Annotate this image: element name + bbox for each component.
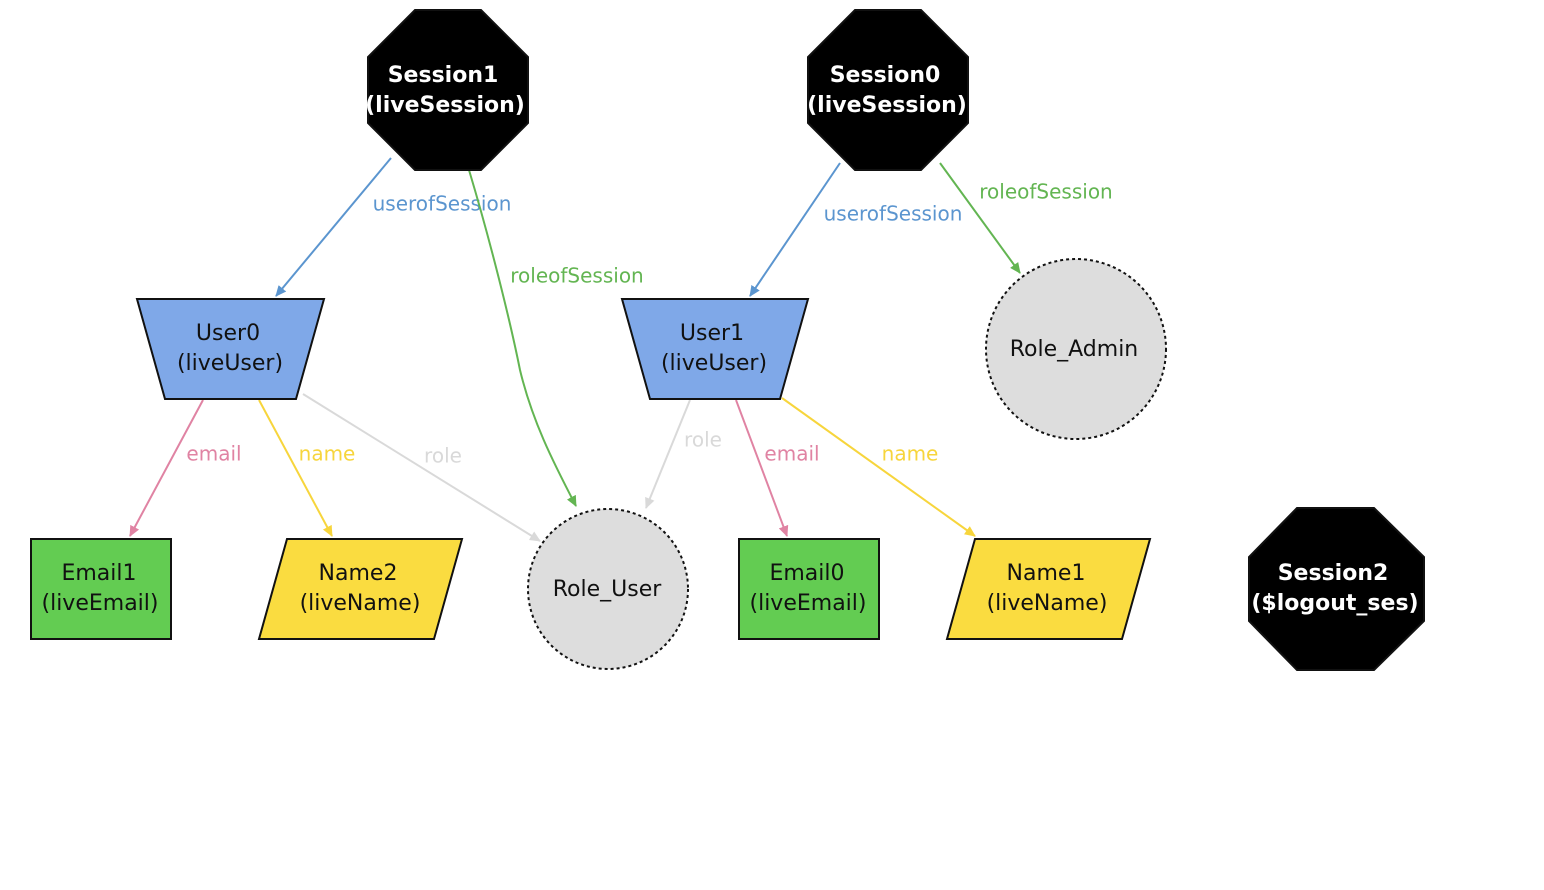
edge-label-userofsession: userofSession [373,192,512,216]
node-label: Email0 [769,561,844,586]
edge-user0-email1: email [129,399,242,537]
node-user1[interactable]: User1 (liveUser) [620,298,810,400]
circle-shape [527,508,689,670]
node-label: Name2 [319,561,398,586]
octagon-shape [1248,507,1425,671]
edge-label-userofsession: userofSession [824,202,963,226]
edge-session0-user1: userofSession [749,162,963,297]
edge-line [129,399,204,537]
node-sublabel: (liveName) [300,591,421,616]
node-label: Session0 [830,63,941,88]
edge-line [302,393,541,542]
parallelogram-shape [945,538,1152,640]
node-name1[interactable]: Name1 (liveName) [945,538,1152,640]
edge-user1-role-user: role [645,399,722,509]
edge-user1-name1: name [781,397,976,537]
node-label: Session2 [1278,561,1389,586]
circle-shape [985,258,1167,440]
edge-label-roleofsession: roleofSession [510,264,643,288]
node-sublabel: (liveName) [987,591,1108,616]
edge-label-email: email [764,442,819,466]
trapezoid-shape [620,298,810,400]
node-email0[interactable]: Email0 (liveEmail) [738,538,880,640]
edge-line [275,157,392,297]
node-label: Session1 [388,63,499,88]
node-sublabel: (liveSession) [365,93,525,118]
octagon-shape [367,9,529,171]
nodes: Session1 (liveSession) Session0 (liveSes… [30,9,1425,671]
node-sublabel: (liveSession) [807,93,967,118]
node-label: Name1 [1007,561,1086,586]
edge-label-role: role [684,428,722,452]
edge-session1-user0: userofSession [275,157,512,297]
parallelogram-shape [257,538,464,640]
node-label: Role_Admin [1010,337,1139,362]
node-sublabel: (liveUser) [177,351,283,376]
node-session2[interactable]: Session2 ($logout_ses) [1248,507,1425,671]
edge-user0-name2: name [258,399,356,537]
edge-user1-email0: email [735,399,820,537]
edge-line [645,399,691,509]
edge-line [749,162,841,297]
edge-line [939,162,1021,274]
edge-session0-role-admin: roleofSession [939,162,1113,274]
node-user0[interactable]: User0 (liveUser) [135,298,326,400]
edge-label-roleofsession: roleofSession [979,180,1112,204]
edge-line [735,399,789,537]
node-label: User0 [196,321,260,346]
node-role-user[interactable]: Role_User [527,508,689,670]
edges: userofSession roleofSession userofSessio… [129,157,1113,542]
node-email1[interactable]: Email1 (liveEmail) [30,538,172,640]
edge-line [781,397,976,537]
edge-line [258,399,333,537]
edge-label-name: name [299,442,356,466]
octagon-shape [807,9,969,171]
edge-label-role: role [424,444,462,468]
edge-label-name: name [882,442,939,466]
node-name2[interactable]: Name2 (liveName) [257,538,464,640]
node-label: Role_User [553,577,663,602]
node-sublabel: (liveEmail) [750,591,867,616]
rectangle-shape [738,538,880,640]
edge-label-email: email [186,442,241,466]
node-sublabel: (liveEmail) [42,591,159,616]
edge-user0-role-user: role [302,393,541,542]
node-session1[interactable]: Session1 (liveSession) [365,9,529,171]
rectangle-shape [30,538,172,640]
node-session0[interactable]: Session0 (liveSession) [807,9,969,171]
node-sublabel: (liveUser) [661,351,767,376]
edge-session1-role-user: roleofSession [468,169,644,507]
edge-line [468,169,577,507]
node-sublabel: ($logout_ses) [1251,591,1418,616]
trapezoid-shape [135,298,326,400]
node-label: Email1 [61,561,136,586]
node-label: User1 [680,321,744,346]
node-role-admin[interactable]: Role_Admin [985,258,1167,440]
